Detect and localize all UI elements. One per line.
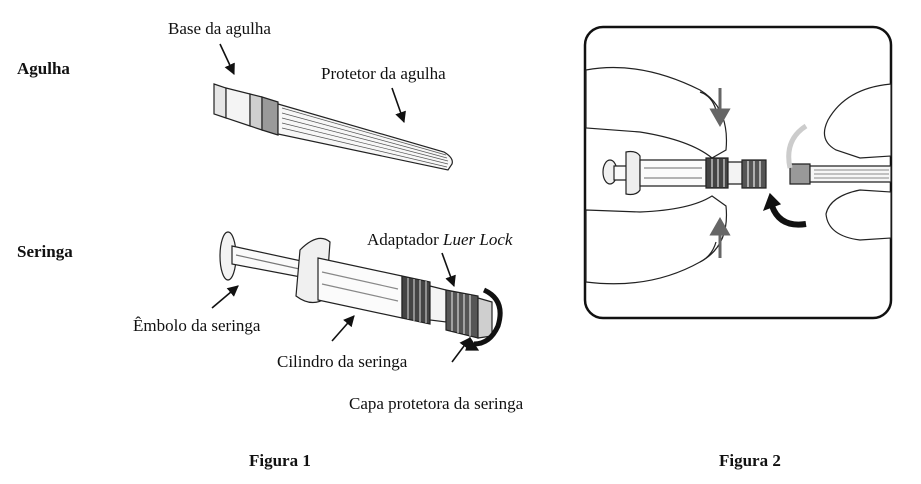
needle-drawing (213, 83, 453, 171)
luer-adapter-italic: Luer Lock (443, 230, 513, 249)
syringe-cap-label: Capa protetora da seringa (349, 394, 524, 413)
luer-adapter-label: Adaptador Luer Lock (367, 231, 512, 248)
needle-base-label: Base da agulha (168, 19, 271, 38)
plunger-label: Êmbolo da seringa (133, 316, 261, 335)
figure1-caption: Figura 1 (249, 451, 311, 470)
syringe-drawing (219, 231, 503, 351)
syringe-title: Seringa (17, 242, 73, 261)
barrel-label: Cilindro da seringa (277, 352, 408, 371)
needle-title: Agulha (17, 59, 70, 78)
figure2-caption: Figura 2 (719, 451, 781, 470)
needle-cover-label: Protetor da agulha (321, 64, 446, 83)
label-arrows (211, 43, 471, 363)
luer-adapter-prefix: Adaptador (367, 230, 444, 249)
figure2-drawing (585, 66, 892, 285)
